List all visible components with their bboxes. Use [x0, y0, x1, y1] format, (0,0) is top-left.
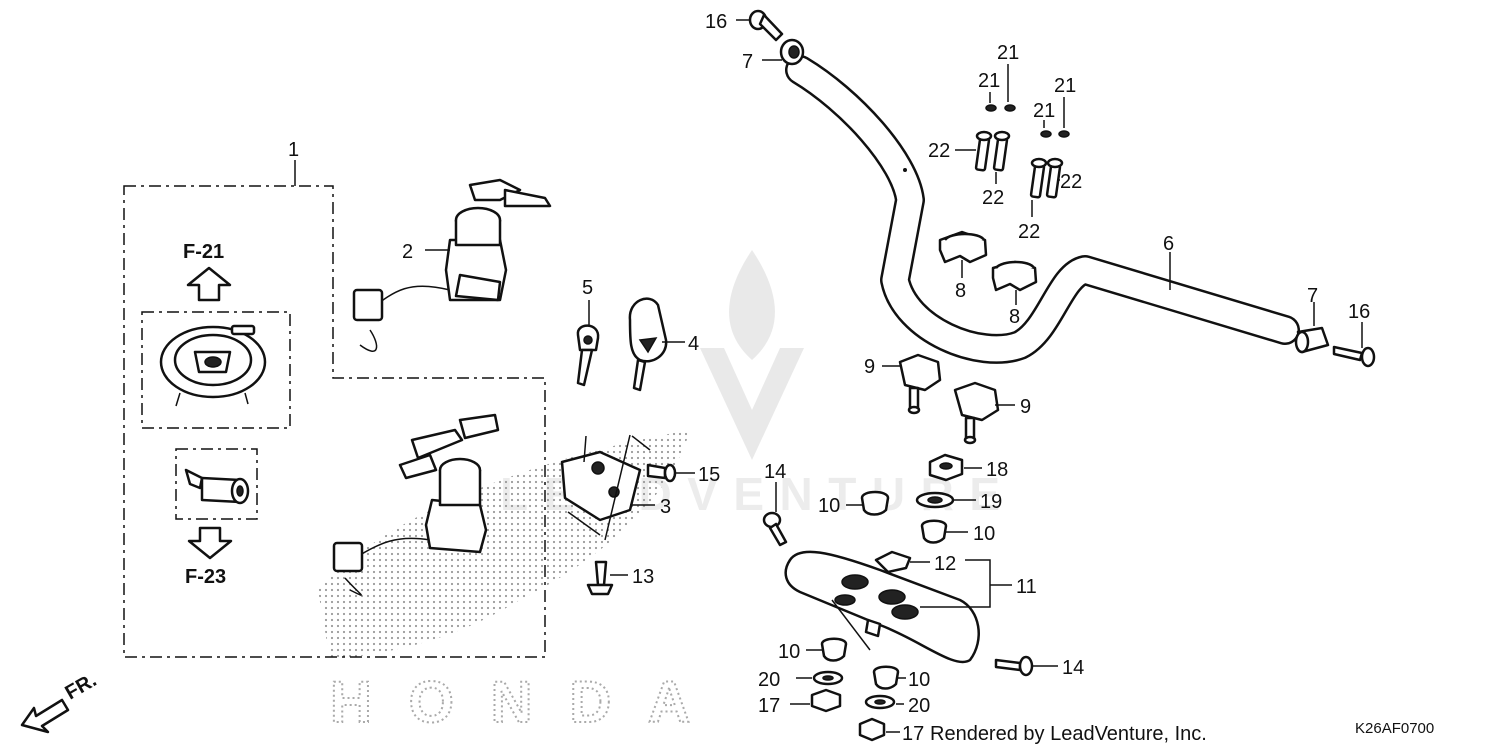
washer-20-b[interactable] [864, 694, 896, 710]
callout-10-c[interactable]: 10 [778, 641, 800, 663]
callout-1[interactable]: 1 [288, 139, 299, 161]
holder-bolts[interactable] [974, 130, 1064, 199]
ignition-switch-assembly[interactable] [332, 413, 500, 596]
callout-9-right[interactable]: 9 [1020, 396, 1031, 418]
rendered-by-credit: Rendered by LeadVenture, Inc. [930, 723, 1207, 745]
upper-holder-right[interactable] [991, 260, 1038, 292]
key-blank-large[interactable] [628, 297, 668, 392]
callout-12[interactable]: 12 [934, 553, 956, 575]
callout-17-b[interactable]: 17 [902, 723, 924, 745]
cushion-10-c[interactable] [820, 637, 848, 662]
callout-7-left[interactable]: 7 [742, 51, 753, 73]
ref-arrow-down[interactable] [187, 526, 233, 560]
callout-20-a[interactable]: 20 [758, 669, 780, 691]
diagram-code: K26AF0700 [1355, 720, 1434, 737]
callout-2[interactable]: 2 [402, 241, 413, 263]
cushion-10-b[interactable] [920, 519, 948, 544]
callout-22-d[interactable]: 22 [1018, 221, 1040, 243]
fuel-cap-group-box [141, 311, 291, 429]
callout-10-a[interactable]: 10 [818, 495, 840, 517]
callout-20-b[interactable]: 20 [908, 695, 930, 717]
callout-7-right[interactable]: 7 [1307, 285, 1318, 307]
upper-holder-left[interactable] [938, 230, 988, 264]
honda-wordmark-watermark: HONDA [330, 670, 690, 735]
ref-arrow-up[interactable] [186, 266, 232, 302]
callout-8-right[interactable]: 8 [1009, 306, 1020, 328]
callout-17-a[interactable]: 17 [758, 695, 780, 717]
callout-18[interactable]: 18 [986, 459, 1008, 481]
callout-10-b[interactable]: 10 [973, 523, 995, 545]
callout-21-a[interactable]: 21 [997, 42, 1019, 64]
callout-13[interactable]: 13 [632, 566, 654, 588]
orientation-label: FR. [62, 669, 101, 704]
fuel-cap[interactable] [159, 324, 267, 407]
washer-20-a[interactable] [812, 670, 844, 686]
nut-17-a[interactable] [810, 688, 842, 713]
cushion-10-a[interactable] [860, 490, 890, 516]
callout-9-left[interactable]: 9 [864, 356, 875, 378]
callout-21-c[interactable]: 21 [1033, 100, 1055, 122]
v-logo-watermark [700, 348, 804, 460]
kit-boundary [123, 185, 546, 658]
lock-bracket[interactable] [560, 434, 651, 541]
callout-21-d[interactable]: 21 [1054, 75, 1076, 97]
bar-end-weight-left[interactable] [779, 38, 805, 66]
callout-3[interactable]: 3 [660, 496, 671, 518]
ignition-switch[interactable] [352, 178, 552, 352]
screw-15[interactable] [646, 463, 677, 483]
seat-lock-cylinder[interactable] [184, 468, 250, 505]
screw-13[interactable] [586, 560, 614, 596]
holder-washers[interactable] [985, 104, 1070, 138]
bolt-14-left[interactable] [762, 511, 788, 547]
flame-logo-watermark [729, 250, 775, 360]
callout-21-b[interactable]: 21 [978, 70, 1000, 92]
callout-22-b[interactable]: 22 [982, 187, 1004, 209]
callout-6[interactable]: 6 [1163, 233, 1174, 255]
callout-5[interactable]: 5 [582, 277, 593, 299]
callout-22-c[interactable]: 22 [1060, 171, 1082, 193]
ref-f23[interactable]: F-23 [185, 566, 226, 588]
lower-holder-left[interactable] [898, 353, 942, 415]
callout-14-right[interactable]: 14 [1062, 657, 1084, 679]
bar-end-screw-left[interactable] [748, 9, 784, 42]
cushion-10-d[interactable] [872, 665, 900, 690]
bar-end-screw-right[interactable] [1332, 345, 1376, 368]
bar-end-weight-right[interactable] [1294, 326, 1330, 354]
seat-lock-group-box [175, 448, 258, 520]
plate-12[interactable] [874, 550, 912, 574]
callout-8-left[interactable]: 8 [955, 280, 966, 302]
callout-15[interactable]: 15 [698, 464, 720, 486]
callout-14-left[interactable]: 14 [764, 461, 786, 483]
key-small[interactable] [576, 324, 600, 387]
callout-19[interactable]: 19 [980, 491, 1002, 513]
callout-4[interactable]: 4 [688, 333, 699, 355]
callout-16-left[interactable]: 16 [705, 11, 727, 33]
nut-18[interactable] [928, 453, 964, 482]
callout-16-right[interactable]: 16 [1348, 301, 1370, 323]
bolt-14-right[interactable] [994, 655, 1034, 677]
front-orientation-arrow: FR. [20, 669, 101, 734]
honda-wing-watermark [318, 430, 690, 660]
nut-17-b[interactable] [858, 717, 886, 742]
washer-19[interactable] [915, 491, 955, 509]
callout-10-d[interactable]: 10 [908, 669, 930, 691]
callout-22-a[interactable]: 22 [928, 140, 950, 162]
lower-holder-right[interactable] [953, 381, 1000, 445]
ref-f21[interactable]: F-21 [183, 241, 224, 263]
callout-11[interactable]: 11 [1016, 576, 1037, 598]
top-bridge[interactable] [784, 550, 980, 664]
